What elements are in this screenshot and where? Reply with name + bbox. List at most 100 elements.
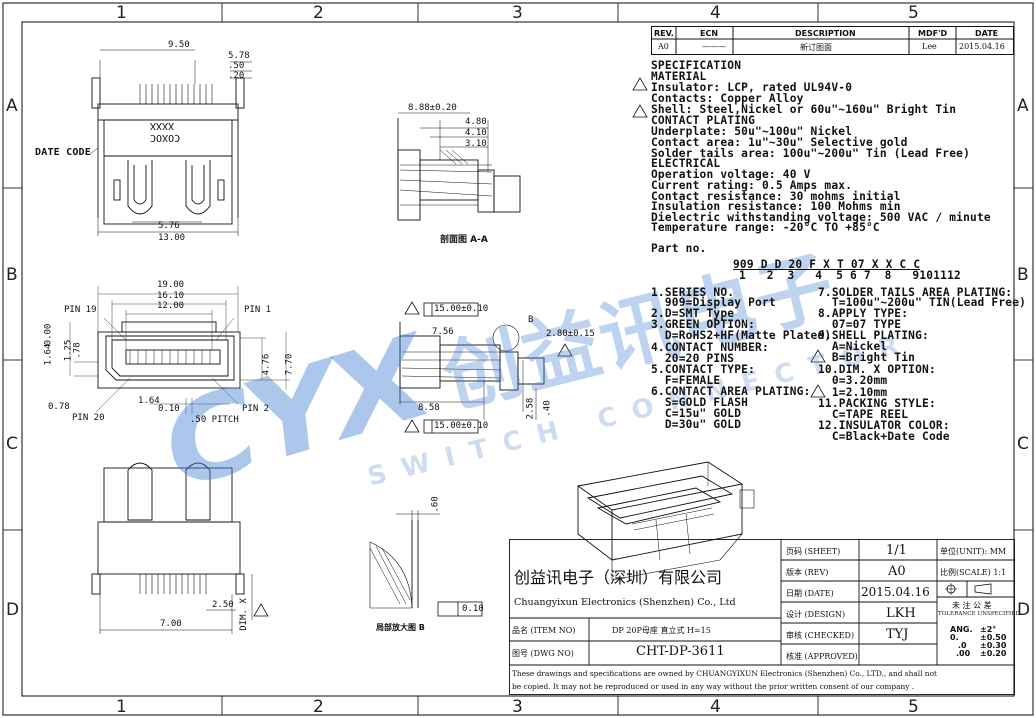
dim-2-50: 2.50 <box>212 600 234 610</box>
rev-row-rev: A0 <box>658 42 669 51</box>
date-code-xxxx: XXXX <box>150 120 175 131</box>
grid-col-3: 3 <box>512 3 523 23</box>
rev-row-ecn: ——— <box>702 42 726 51</box>
approved-label: 核准 (APPROVED) <box>786 652 858 661</box>
dim-1-64: 1.64 <box>138 396 160 406</box>
spec-electrical-heading: ELECTRICAL <box>651 157 721 170</box>
spec-temperature: Temperature range: -20°C TO +85°C <box>651 221 880 234</box>
grid-col-4: 4 <box>710 3 721 23</box>
date-code-label: DATE CODE <box>35 147 91 158</box>
tol-ang-label: ANG. <box>950 625 973 634</box>
part-no-code: 909 D D 20 F X T 07 X X C C <box>733 258 921 271</box>
spec-contacts: Contacts: Copper Alloy <box>651 92 804 105</box>
grid-col-1: 1 <box>116 3 127 23</box>
dim-0-78: 0.78 <box>48 402 70 412</box>
grid-row-c: C <box>6 434 18 454</box>
pin-2-label: PIN 2 <box>242 404 270 414</box>
detail-caption: 局部放大图 B <box>376 623 425 632</box>
design-value: LKH <box>886 606 916 621</box>
spec-plating-heading: CONTACT PLATING <box>651 114 756 127</box>
option-right-line: C=TAPE REEL <box>818 408 909 421</box>
spec-contact-area: Contact area: 1u"~30u" Selective gold <box>651 136 908 149</box>
option-right-line: C=Black+Date Code <box>818 430 950 443</box>
rev-header-mdfd: MDF'D <box>918 29 948 38</box>
option-left-line: 4.CONTACT NUMBER: <box>651 341 769 354</box>
sheet-value: 1/1 <box>886 543 907 558</box>
dim-4-10: 4.10 <box>465 128 487 138</box>
dim-x-label: DIM. X <box>238 598 249 631</box>
option-left-line: D=RoHS2+HF(Matte Plated) <box>651 329 832 342</box>
grid-col-3-bottom: 3 <box>512 697 523 717</box>
rev-value: A0 <box>888 564 906 579</box>
option-left-line: 20=20 PINS <box>651 352 735 365</box>
option-right-line: 11.PACKING STYLE: <box>818 397 936 410</box>
option-left-line: 909=Display Port <box>651 296 776 309</box>
pin-1-label: PIN 1 <box>244 305 272 315</box>
pin-20-label: PIN 20 <box>72 413 105 423</box>
pitch-label: .50 PITCH <box>190 415 239 425</box>
dim-0-50: .50 <box>228 61 245 71</box>
grid-row-d-right: D <box>1017 600 1031 620</box>
scale-label: 比例(SCALE) 1:1 <box>940 568 1007 577</box>
date-code-coxoc: COXOC <box>150 132 181 143</box>
dim-8-58: 8.58 <box>418 403 440 413</box>
dim-7-70: 7.70 <box>284 353 295 376</box>
section-caption: 剖面图 A-A <box>440 235 488 245</box>
spec-shell: Shell: Steel,Nickel or 60u"~160u" Bright… <box>651 103 957 116</box>
dim-0-40: .40 <box>542 400 553 417</box>
option-left-line: 2.D=SMT Type <box>651 307 735 320</box>
bottom-view-drawing <box>91 462 253 634</box>
ownership-notice-line1: These drawings and specifications are ow… <box>512 669 937 678</box>
dim-13-00: 13.00 <box>158 233 186 243</box>
dim-19-00: 19.00 <box>157 280 185 290</box>
grid-row-a: A <box>6 96 18 116</box>
rev-row-mdfd: Lee <box>922 42 937 51</box>
rev-header-rev: REV. <box>654 29 674 38</box>
rev-row-description: 新订图面 <box>800 43 832 52</box>
dim-0-20: .20 <box>228 71 245 81</box>
option-right-line: 07=07 TYPE <box>818 318 902 331</box>
side-view-drawing <box>399 322 545 420</box>
option-left-line: D=30u" GOLD <box>651 418 742 431</box>
tol-0-value: ±0.50 <box>980 633 1007 642</box>
rev-header-description: DESCRIPTION <box>795 29 856 38</box>
revision-table <box>651 26 1014 55</box>
rev-row-date: 2015.04.16 <box>959 42 1005 51</box>
option-right-line: 1=2.10mm <box>818 386 888 399</box>
dim-7-00: 7.00 <box>160 619 182 629</box>
part-no-index: 1 2 3 4 5 6 7 8 9101112 <box>739 269 961 282</box>
option-right-line: A=Nickel <box>818 340 888 353</box>
checked-label: 审核 (CHECKED) <box>786 631 855 640</box>
date-label: 日期 (DATE) <box>786 589 834 598</box>
dim-4-76: 4.76 <box>261 353 272 376</box>
option-left-line: F=FEMALE <box>651 374 721 387</box>
dim-7-56: 7.56 <box>432 327 454 337</box>
grid-row-b-right: B <box>1017 265 1029 285</box>
option-left-line: S=GOLD FLASH <box>651 396 749 409</box>
dim-0-00: 0.00 <box>43 323 54 346</box>
dim-0-60: .60 <box>430 496 441 513</box>
spec-material-heading: MATERIAL <box>651 70 707 83</box>
grid-col-2-bottom: 2 <box>313 697 324 717</box>
option-left-line: C=15u" GOLD <box>651 407 742 420</box>
spec-contact-resistance: Contact resistance: 30 mohms initial <box>651 190 901 203</box>
flatness-15-top: 15.00±0.10 <box>434 304 489 314</box>
part-no-label: Part no. <box>651 242 707 255</box>
option-right-line: T=100u"~200u" TIN(Lead Free) <box>818 296 1027 309</box>
company-name-en: Chuangyixun Electronics (Shenzhen) Co., … <box>514 597 736 608</box>
company-name-cn: 创益讯电子（深圳）有限公司 <box>514 568 723 587</box>
dim-0-10: 0.10 <box>158 404 180 414</box>
sheet-label: 页码 (SHEET) <box>786 547 841 556</box>
pin-19-label: PIN 19 <box>64 305 97 315</box>
dim-16-10: 16.10 <box>157 291 185 301</box>
tol-1-label: .0 <box>958 641 967 650</box>
rev-header-ecn: ECN <box>700 29 719 38</box>
option-right-line: 10.DIM. X OPTION: <box>818 363 936 376</box>
dim-8-88: 8.88±0.20 <box>408 103 457 113</box>
front-view-drawing <box>69 286 290 414</box>
spec-dielectric: Dielectric withstanding voltage: 500 VAC… <box>651 211 991 224</box>
tol-2-label: .00 <box>956 649 971 658</box>
option-right-line: 0=3.20mm <box>818 374 888 387</box>
rev-label: 版本 (REV) <box>786 568 829 577</box>
unit-label: 单位(UNIT): MM <box>940 547 1007 556</box>
